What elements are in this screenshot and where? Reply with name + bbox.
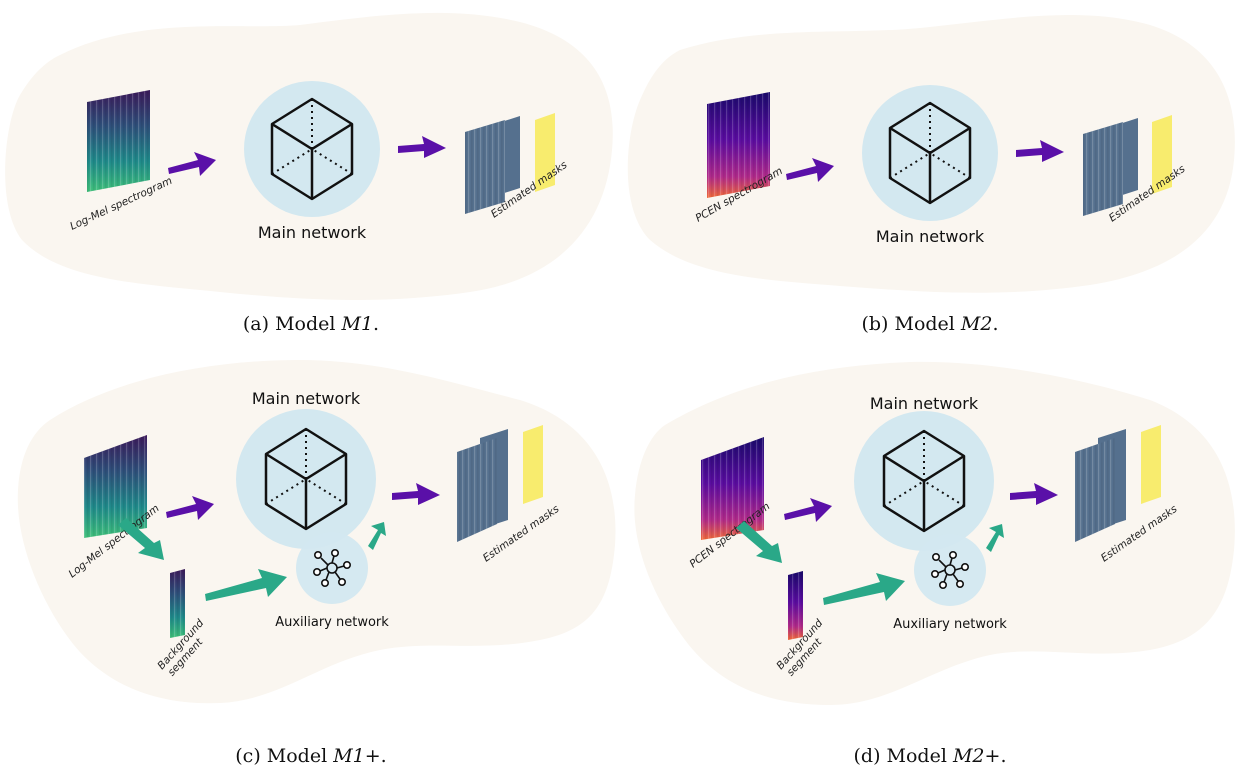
auxiliary-network-label: Auxiliary network xyxy=(275,615,389,630)
cube-icon xyxy=(888,101,972,205)
main-output-arrow xyxy=(398,136,446,158)
cube-icon xyxy=(882,429,966,533)
estimated-masks xyxy=(1083,115,1172,216)
segment-arrow xyxy=(118,518,164,560)
main-network-label: Main network xyxy=(252,389,361,408)
network-graph-icon xyxy=(930,550,970,590)
panel-b: PCEN spectrogram Main network Estimated … xyxy=(627,15,1235,293)
auxiliary-input-arrow xyxy=(205,569,287,601)
main-network-label: Main network xyxy=(876,227,985,246)
main-network-label: Main network xyxy=(870,394,979,413)
panel-d: PCEN spectrogram Main network Auxiliary … xyxy=(634,361,1235,705)
background-segment xyxy=(788,571,803,640)
auxiliary-output-arrow xyxy=(368,522,386,550)
caption-b: (b) Model M2. xyxy=(861,313,998,335)
auxiliary-input-arrow xyxy=(823,573,905,605)
estimated-masks xyxy=(457,425,543,542)
main-output-arrow xyxy=(1010,483,1058,505)
estimated-masks xyxy=(465,113,555,214)
main-output-arrow xyxy=(1016,140,1064,162)
cube-icon xyxy=(270,97,354,201)
auxiliary-network-label: Auxiliary network xyxy=(893,617,1007,632)
main-input-arrow xyxy=(168,152,216,176)
input-spectrogram xyxy=(701,437,764,540)
main-network-label: Main network xyxy=(258,223,367,242)
caption-c: (c) Model M1+. xyxy=(235,745,386,767)
panel-a: Log-Mel spectrogram Main network Estimat… xyxy=(5,12,613,300)
input-spectrogram xyxy=(707,92,770,198)
auxiliary-network-circle xyxy=(296,532,368,604)
panel-c: Log-Mel spectrogram Main network Auxilia… xyxy=(17,360,616,704)
caption-a: (a) Model M1. xyxy=(243,313,379,335)
cube-icon xyxy=(264,427,348,531)
segment-arrow xyxy=(736,521,782,563)
input-spectrogram xyxy=(87,90,150,192)
background-segment xyxy=(170,569,185,638)
main-input-arrow xyxy=(786,158,834,182)
caption-d: (d) Model M2+. xyxy=(854,745,1007,767)
main-input-arrow xyxy=(166,496,214,520)
estimated-masks xyxy=(1075,425,1161,542)
auxiliary-network-circle xyxy=(914,534,986,606)
input-spectrogram xyxy=(84,435,147,538)
main-output-arrow xyxy=(392,483,440,505)
network-graph-icon xyxy=(312,548,352,588)
main-input-arrow xyxy=(784,498,832,522)
auxiliary-output-arrow xyxy=(986,524,1004,552)
